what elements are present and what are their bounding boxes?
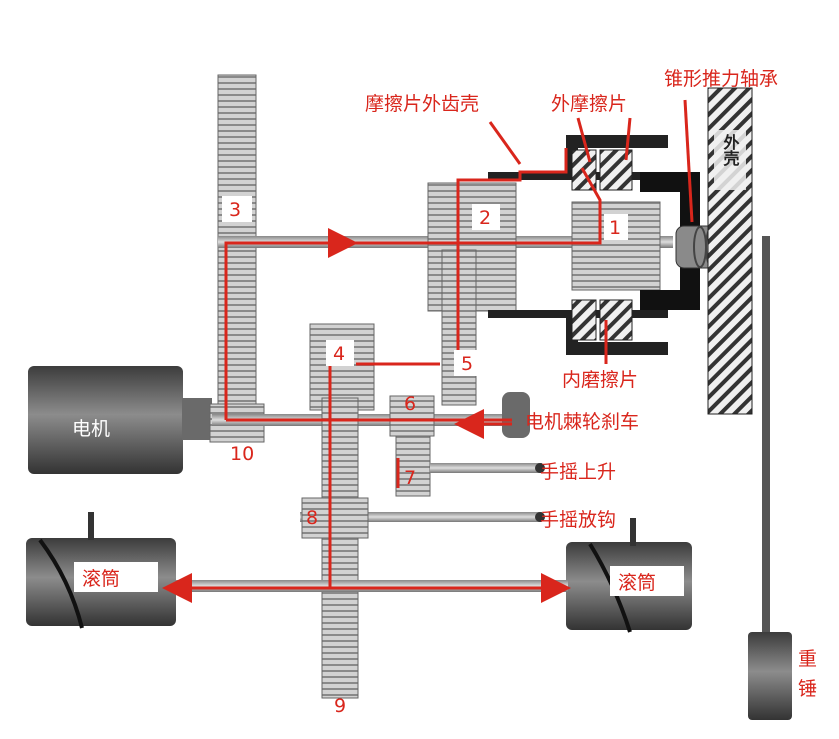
hand-lift-shaft — [430, 463, 542, 473]
counterweight-rod — [762, 236, 770, 636]
num-4: 4 — [333, 343, 345, 365]
label-counterweight-2: 锤 — [798, 678, 817, 700]
label-friction-outer-shell: 摩擦片外齿壳 — [365, 93, 479, 115]
num-7: 7 — [404, 467, 416, 489]
hand-release-shaft — [300, 512, 542, 522]
gear-1 — [571, 201, 661, 291]
num-2: 2 — [479, 207, 491, 229]
num-6: 6 — [404, 393, 416, 415]
num-1: 1 — [609, 217, 621, 239]
coupling — [640, 172, 700, 310]
label-drum-right: 滚筒 — [618, 572, 656, 594]
gear-4 — [309, 323, 375, 411]
gear-9 — [321, 397, 359, 699]
label-tapered-thrust-bearing: 锥形推力轴承 — [664, 68, 778, 90]
gear-6 — [389, 395, 435, 437]
shell-label: 外壳 — [721, 133, 741, 167]
num-3: 3 — [229, 199, 241, 221]
callout-pointers — [488, 99, 694, 364]
label-hand-lift: 手摇上升 — [540, 461, 616, 483]
counterweight — [748, 632, 792, 720]
gear-8 — [301, 497, 369, 539]
drum-shaft — [176, 580, 568, 592]
label-hand-release-hook: 手摇放钩 — [540, 509, 616, 531]
motor — [28, 366, 183, 474]
num-9: 9 — [334, 695, 346, 717]
num-5: 5 — [461, 353, 473, 375]
motor-ratchet-brake — [502, 392, 530, 438]
label-inner-friction-plate: 内磨擦片 — [562, 369, 638, 391]
label-motor: 电机 — [72, 418, 110, 440]
label-motor-ratchet-brake: 电机棘轮刹车 — [525, 411, 639, 433]
gear-3 — [217, 74, 257, 441]
label-counterweight-1: 重 — [798, 648, 817, 670]
outer-friction-plate-bottom — [571, 299, 597, 341]
label-drum-left: 滚筒 — [82, 568, 120, 590]
num-8: 8 — [306, 507, 318, 529]
gear-7 — [395, 435, 431, 497]
num-10: 10 — [230, 443, 254, 465]
label-outer-friction-plate: 外摩擦片 — [551, 93, 627, 115]
